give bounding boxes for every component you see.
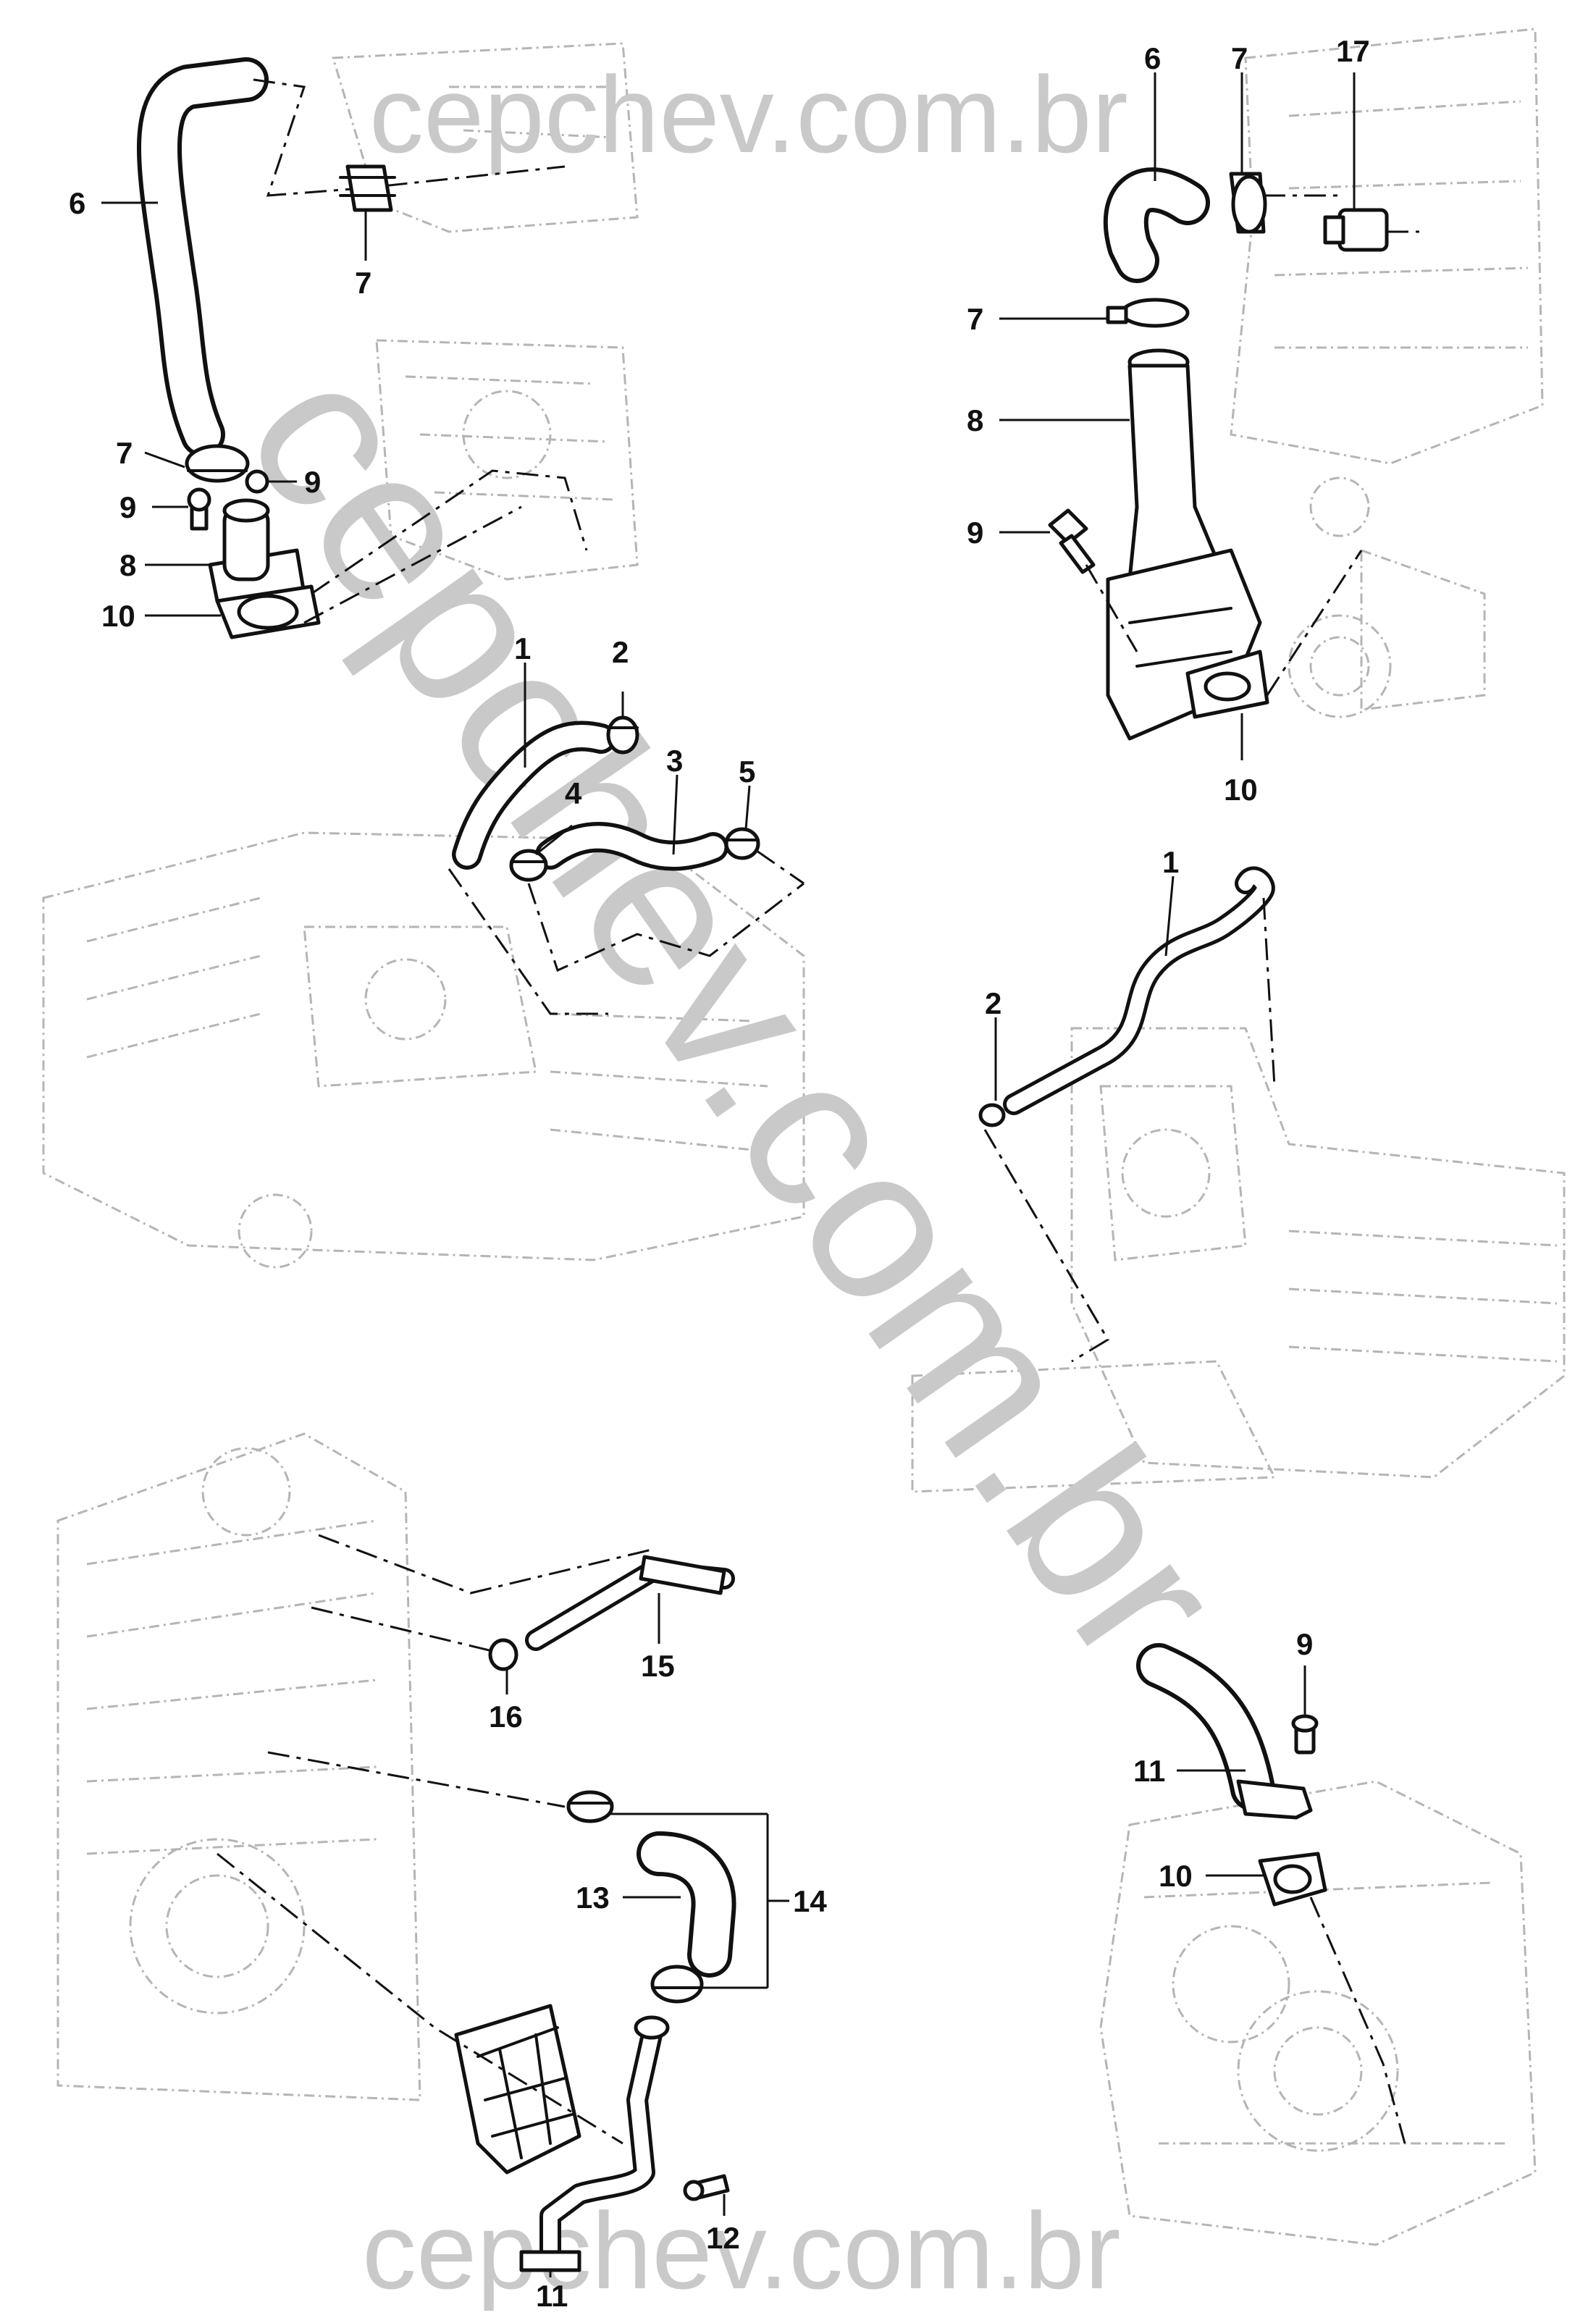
- tl-housing: [208, 498, 306, 603]
- callout-tr-7-top: 7: [1231, 41, 1248, 75]
- ml-clamp-2: [606, 715, 639, 755]
- callout-ml-3: 3: [666, 744, 683, 778]
- watermark-top: cepchev.com.br: [369, 54, 1128, 175]
- callout-br-11: 11: [1133, 1754, 1165, 1788]
- tr-clamp-top: [1229, 172, 1267, 234]
- callout-tl-6: 6: [69, 186, 85, 220]
- callout-ml-1: 1: [514, 631, 531, 665]
- tr-bolt: [1048, 508, 1096, 574]
- watermark-bottom: cepchev.com.br: [362, 2190, 1121, 2311]
- engine-outline-bottom-right: [1099, 1780, 1537, 2246]
- bl-clip-16: [488, 1638, 518, 1671]
- callout-mr-2: 2: [985, 986, 1001, 1020]
- callout-tr-8: 8: [967, 403, 983, 437]
- ml-clamp-4: [509, 849, 548, 882]
- br-gasket-10: [1258, 1852, 1327, 1907]
- callout-ml-5: 5: [739, 755, 755, 789]
- callout-bl-11: 11: [536, 2279, 568, 2313]
- bl-bracket: [454, 2004, 581, 2175]
- assembly-middle-right: [978, 866, 1276, 1363]
- callout-bl-15: 15: [641, 1649, 675, 1683]
- engine-outline-middle-left: [42, 831, 805, 1269]
- callouts-bottom-right: 9 11 10: [1133, 1627, 1313, 1893]
- callout-br-10: 10: [1159, 1859, 1193, 1893]
- callout-tl-7-bottom: 7: [116, 436, 133, 470]
- mr-clamp-2: [978, 1103, 1006, 1127]
- tl-gasket: [215, 584, 321, 639]
- tr-gasket: [1185, 650, 1269, 719]
- callout-br-9: 9: [1296, 1627, 1313, 1661]
- callout-tl-7-top: 7: [355, 266, 371, 300]
- tl-bolt-left: [187, 487, 211, 531]
- tl-clamp-upper: [339, 164, 396, 212]
- tl-bolt-right: [245, 469, 269, 494]
- assembly-top-left: [137, 57, 588, 639]
- assembly-middle-left: [448, 715, 805, 1015]
- callout-ml-2: 2: [612, 635, 629, 669]
- callout-bl-12: 12: [706, 2221, 740, 2255]
- callout-tr-10: 10: [1224, 773, 1258, 807]
- callout-bl-16: 16: [489, 1700, 523, 1734]
- callouts-middle-left: 1 2 3 4 5: [514, 631, 755, 856]
- assembly-bottom-right: [1136, 1643, 1406, 2144]
- br-bolt-9: [1291, 1714, 1319, 1755]
- callout-tr-17: 17: [1336, 34, 1370, 68]
- watermark-diagonal: cepchev.com.br: [200, 322, 1270, 1705]
- callout-tl-9-right: 9: [304, 465, 321, 499]
- callout-tl-8: 8: [119, 548, 136, 582]
- callout-bl-14: 14: [793, 1884, 827, 1918]
- bl-clamp-upper: [566, 1790, 614, 1823]
- engine-outline-bottom-left: [56, 1432, 421, 2101]
- bl-clamp-lower: [650, 1965, 704, 2004]
- bl-bolt-12: [683, 2174, 730, 2201]
- callouts-middle-right: 1 2: [985, 845, 1179, 1101]
- callouts-top-right: 6 7 17 7 8 9 10: [967, 34, 1370, 807]
- ml-clamp-5: [724, 827, 760, 860]
- assembly-top-right: [1048, 167, 1419, 741]
- engine-outline-top-right: [1230, 28, 1544, 718]
- engine-outline-middle-right: [911, 1027, 1566, 1493]
- assembly-bottom-left: [217, 1534, 736, 2272]
- callout-tl-9-left: 9: [119, 490, 136, 524]
- callouts-top-left: 6 7 7 9 9 8 10: [69, 186, 371, 633]
- tr-sensor: [1323, 208, 1389, 252]
- tr-clamp-lower: [1106, 298, 1190, 328]
- callout-tr-7-lower: 7: [967, 302, 983, 336]
- callout-tr-6: 6: [1144, 41, 1161, 75]
- callout-tl-10: 10: [101, 599, 135, 633]
- callouts-bottom-left: 15 16 13 14 11 12: [489, 1593, 827, 2313]
- callout-tr-9: 9: [967, 516, 983, 550]
- callout-ml-4: 4: [565, 776, 582, 810]
- callout-mr-1: 1: [1162, 845, 1179, 879]
- callout-bl-13: 13: [576, 1881, 610, 1915]
- tl-clamp-lower: [185, 444, 250, 483]
